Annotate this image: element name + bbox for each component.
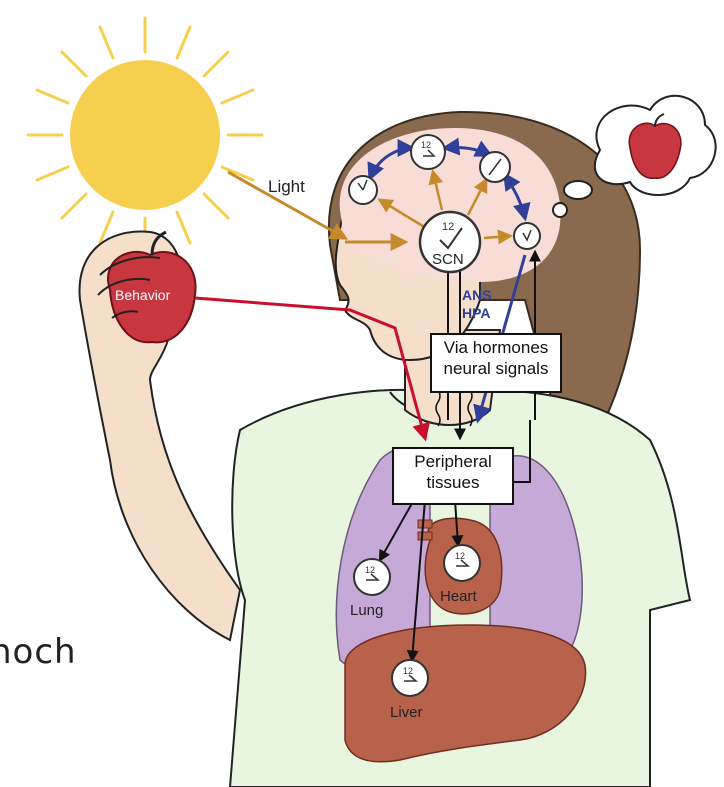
behavior-label: Behavior bbox=[115, 287, 171, 303]
svg-text:12: 12 bbox=[455, 551, 465, 561]
stray-text: noch bbox=[0, 632, 77, 672]
heart-label: Heart bbox=[440, 588, 478, 605]
lung-label: Lung bbox=[350, 602, 383, 619]
sun-icon bbox=[28, 18, 262, 252]
clock-icon bbox=[349, 176, 377, 204]
clock-icon: 12 bbox=[411, 135, 445, 169]
hpa-label: HPA bbox=[462, 305, 491, 321]
peripheral-line-1: Peripheral bbox=[394, 451, 512, 472]
heart-clock: 12 bbox=[444, 545, 480, 581]
clock-icon bbox=[514, 223, 540, 249]
ans-label: ANS bbox=[462, 287, 492, 303]
peripheral-tissues-box: Peripheral tissues bbox=[392, 447, 514, 505]
svg-text:12: 12 bbox=[365, 565, 375, 575]
light-label: Light bbox=[268, 177, 305, 196]
via-hormones-box: Via hormones neural signals bbox=[430, 333, 562, 393]
svg-text:12: 12 bbox=[442, 221, 454, 233]
scn-clock: 12 SCN bbox=[420, 212, 480, 272]
svg-text:12: 12 bbox=[421, 140, 431, 150]
lung-clock: 12 bbox=[354, 559, 390, 595]
clock-icon bbox=[480, 152, 510, 182]
liver-clock: 12 bbox=[392, 660, 428, 696]
scn-label: SCN bbox=[432, 251, 464, 268]
liver-label: Liver bbox=[390, 704, 423, 721]
svg-text:12: 12 bbox=[403, 666, 413, 676]
via-line-2: neural signals bbox=[432, 358, 560, 379]
peripheral-line-2: tissues bbox=[394, 472, 512, 493]
via-line-1: Via hormones bbox=[432, 337, 560, 358]
